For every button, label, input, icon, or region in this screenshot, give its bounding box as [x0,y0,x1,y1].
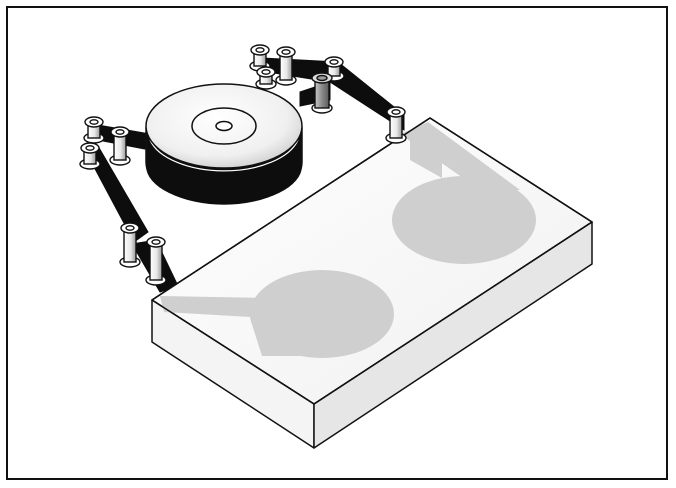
supply-reel-icon [146,84,302,204]
capstan-icon [312,73,332,113]
